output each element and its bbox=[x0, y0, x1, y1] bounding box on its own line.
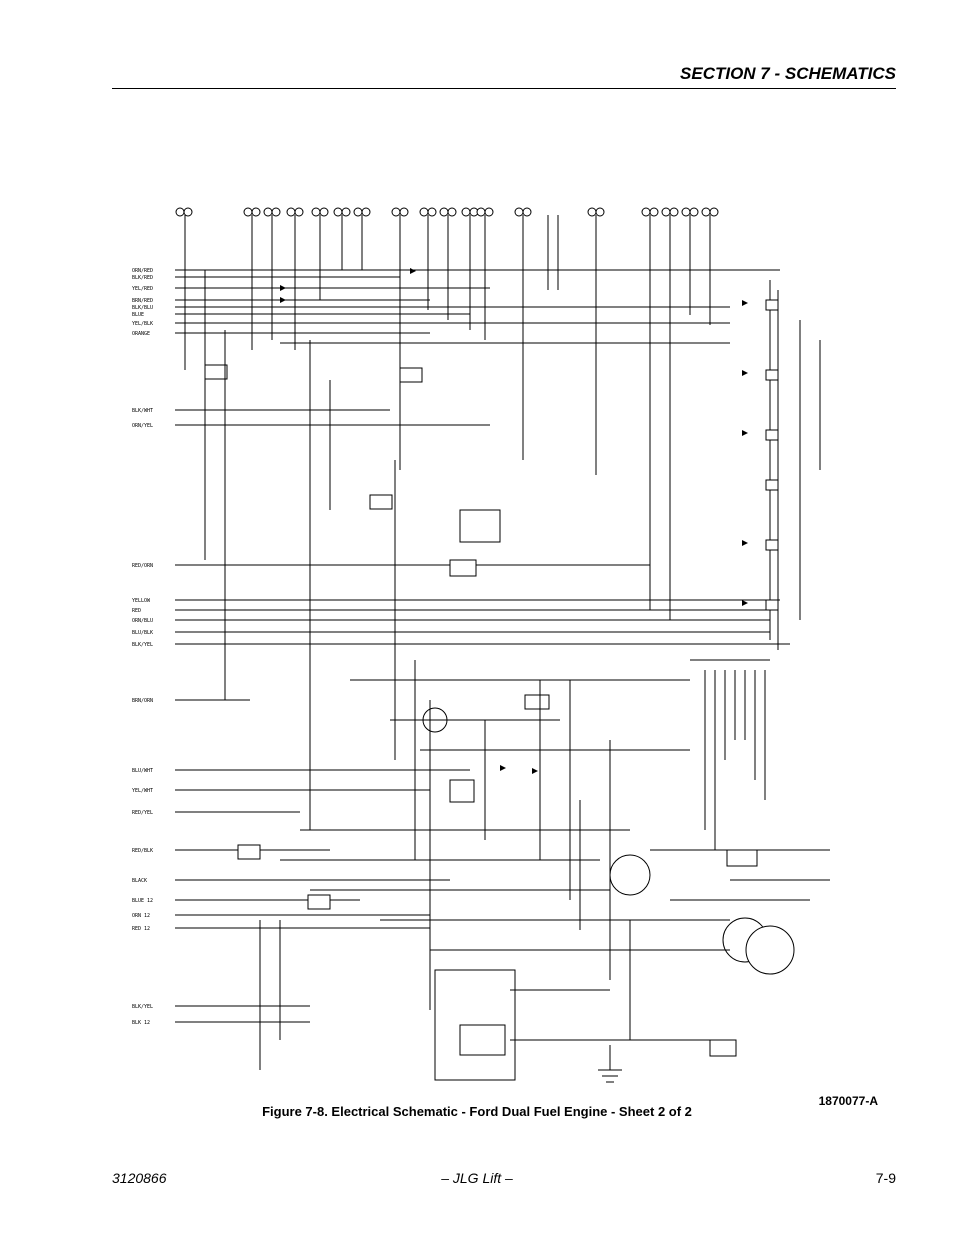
svg-text:YEL/BLK: YEL/BLK bbox=[132, 321, 153, 327]
svg-text:BLUE 12: BLUE 12 bbox=[132, 898, 153, 904]
svg-text:ORN/YEL: ORN/YEL bbox=[132, 423, 153, 429]
svg-text:BLUE: BLUE bbox=[132, 312, 144, 318]
svg-text:BLK/BLU: BLK/BLU bbox=[132, 305, 153, 311]
section-title: SECTION 7 - SCHEMATICS bbox=[680, 64, 896, 83]
footer-center-text: – JLG Lift – bbox=[441, 1170, 513, 1186]
header-rule bbox=[112, 88, 896, 89]
svg-text:RED/YEL: RED/YEL bbox=[132, 810, 153, 816]
svg-text:BLACK: BLACK bbox=[132, 878, 147, 884]
svg-text:BRN/RED: BRN/RED bbox=[132, 298, 153, 304]
svg-text:YEL/WHT: YEL/WHT bbox=[132, 788, 153, 794]
svg-text:BLK/WHT: BLK/WHT bbox=[132, 408, 153, 414]
svg-text:YELLOW: YELLOW bbox=[132, 598, 151, 604]
svg-text:YEL/RED: YEL/RED bbox=[132, 286, 153, 292]
svg-text:BLU/BLK: BLU/BLK bbox=[132, 630, 153, 636]
svg-text:BRN/ORN: BRN/ORN bbox=[132, 698, 153, 704]
svg-text:RED 12: RED 12 bbox=[132, 926, 150, 932]
svg-text:RED/BLK: RED/BLK bbox=[132, 848, 153, 854]
figure-caption: Figure 7-8. Electrical Schematic - Ford … bbox=[262, 1104, 692, 1119]
svg-text:BLU/WHT: BLU/WHT bbox=[132, 768, 153, 774]
svg-text:BLK/YEL: BLK/YEL bbox=[132, 642, 153, 648]
svg-text:ORN/RED: ORN/RED bbox=[132, 268, 153, 274]
svg-text:BLK/YEL: BLK/YEL bbox=[132, 1004, 153, 1010]
svg-text:ORN 12: ORN 12 bbox=[132, 913, 150, 919]
drawing-number: 1870077-A bbox=[818, 1094, 878, 1108]
svg-text:RED/ORN: RED/ORN bbox=[132, 563, 153, 569]
footer-doc-number: 3120866 bbox=[112, 1170, 167, 1186]
svg-text:BLK 12: BLK 12 bbox=[132, 1020, 150, 1026]
footer-page-number: 7-9 bbox=[875, 1170, 896, 1186]
svg-text:ORN/BLU: ORN/BLU bbox=[132, 618, 153, 624]
svg-text:RED: RED bbox=[132, 608, 141, 614]
svg-text:BLK/RED: BLK/RED bbox=[132, 275, 153, 281]
svg-text:ORANGE: ORANGE bbox=[132, 331, 150, 337]
